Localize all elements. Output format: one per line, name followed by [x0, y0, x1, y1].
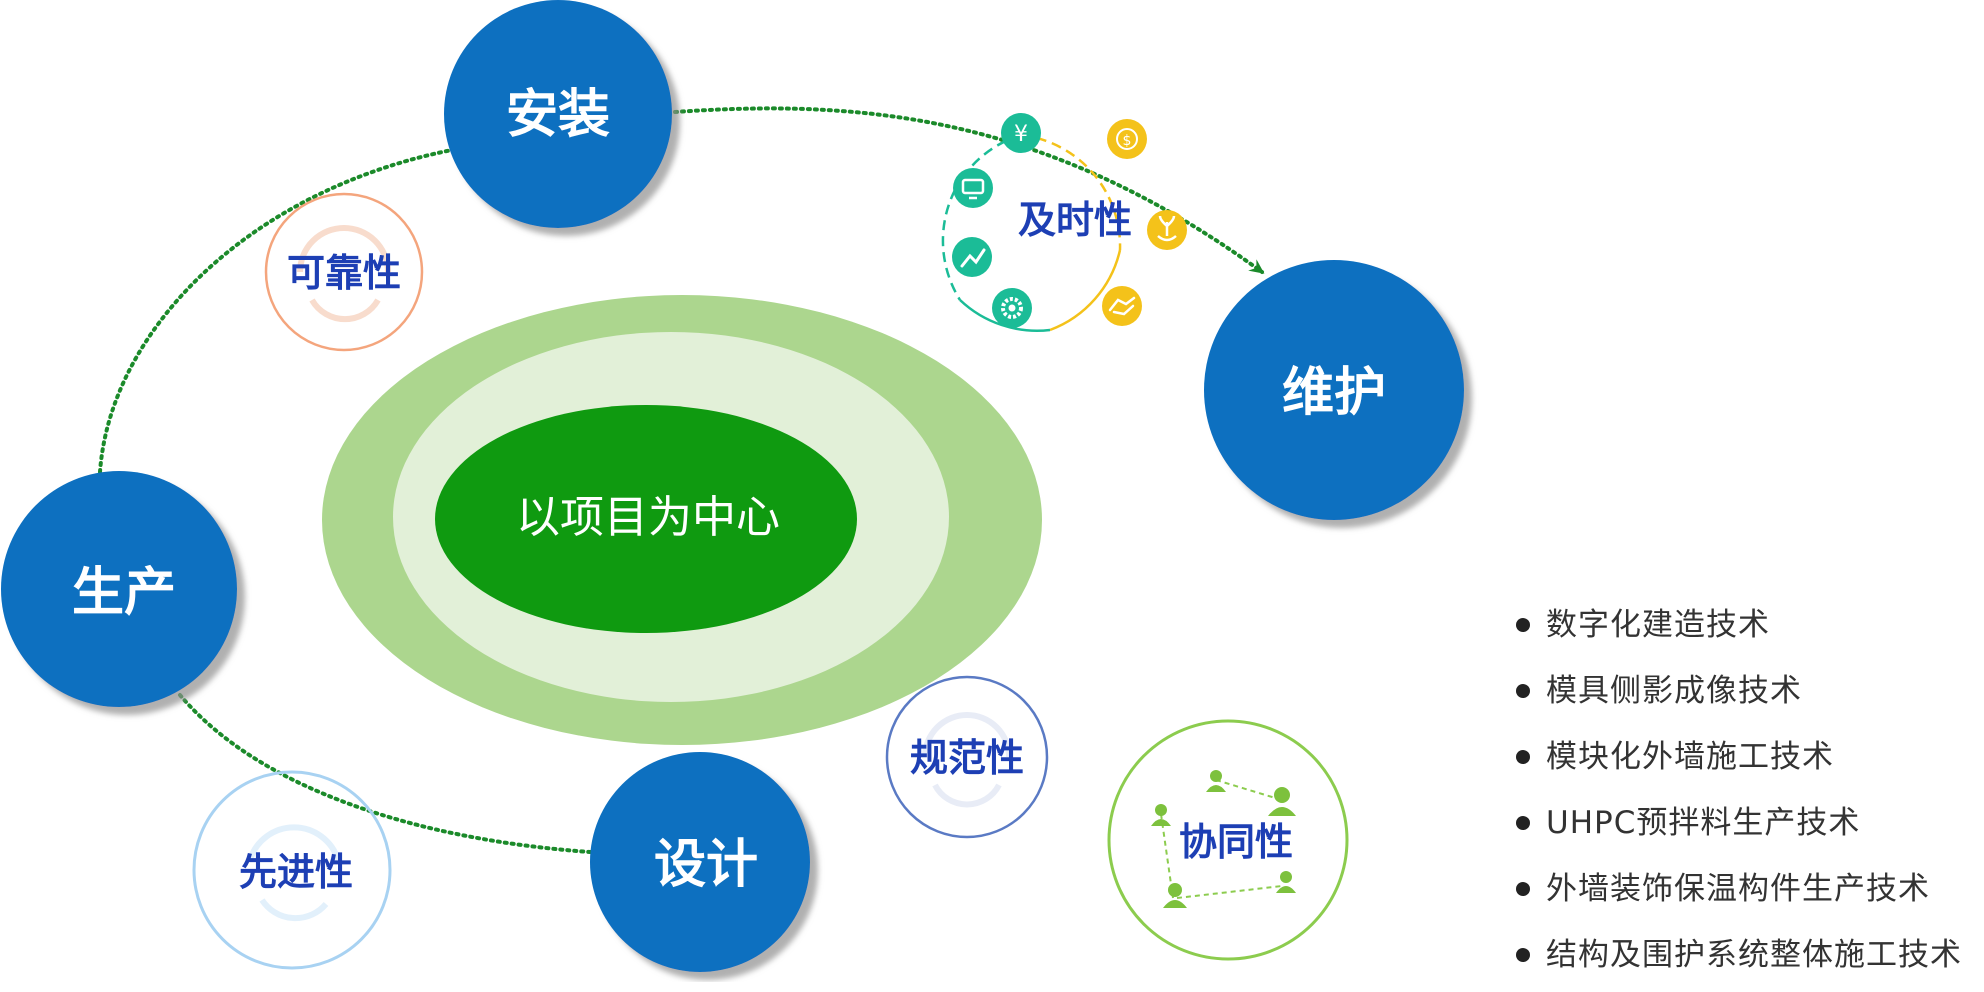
stage-maintain: 维护: [1204, 260, 1464, 520]
stage-produce: 生产: [1, 471, 237, 707]
bullet-icon: [1516, 816, 1530, 830]
list-item: 数字化建造技术: [1512, 596, 1982, 662]
handshake-icon: [1102, 286, 1142, 326]
quality-standardization-label: 规范性: [910, 736, 1024, 780]
technology-label: UHPC预拌料生产技术: [1546, 805, 1861, 841]
stage-design-label: 设计: [654, 835, 758, 895]
technology-label: 外墙装饰保温构件生产技术: [1546, 871, 1930, 907]
person-icon: [1163, 883, 1187, 908]
center-core: [435, 405, 857, 633]
stage-maintain-label: 维护: [1282, 363, 1386, 423]
stage-install: 安装: [444, 0, 672, 228]
quality-collaboration: 协同性: [1107, 719, 1349, 961]
list-item: 模具侧影成像技术: [1512, 662, 1982, 728]
center-label: 以项目为中心: [516, 492, 780, 543]
bullet-icon: [1516, 684, 1530, 698]
bullet-icon: [1516, 882, 1530, 896]
list-item: UHPC预拌料生产技术: [1512, 794, 1982, 860]
technology-label: 结构及围护系统整体施工技术: [1546, 937, 1962, 973]
technology-label: 模块化外墙施工技术: [1546, 739, 1834, 775]
quality-advanced: 先进性: [192, 770, 392, 970]
technology-label: 模具侧影成像技术: [1546, 673, 1802, 709]
stage-produce-label: 生产: [72, 563, 176, 623]
yuan-icon: ¥: [1001, 113, 1041, 153]
bullet-icon: [1516, 948, 1530, 962]
quality-collaboration-label: 协同性: [1179, 820, 1293, 864]
lifecycle-path-produce-design: [178, 693, 592, 854]
quality-standardization: 规范性: [885, 675, 1049, 839]
project-center: 以项目为中心: [322, 295, 1042, 745]
bullet-icon: [1516, 750, 1530, 764]
list-item: 外墙装饰保温构件生产技术: [1512, 860, 1982, 926]
monitor-icon: [953, 168, 993, 208]
technology-label: 数字化建造技术: [1546, 607, 1770, 643]
quality-advanced-label: 先进性: [239, 850, 353, 894]
svg-text:¥: ¥: [1014, 122, 1028, 147]
person-icon: [1206, 770, 1226, 792]
gear-icon: [992, 288, 1032, 328]
quality-reliability-label: 可靠性: [287, 251, 401, 295]
person-icon: [1151, 804, 1171, 826]
stage-install-label: 安装: [506, 85, 610, 145]
quality-timeliness-label: 及时性: [1018, 198, 1132, 242]
svg-text:$: $: [1123, 133, 1132, 149]
dollar-coin-icon: $: [1107, 119, 1147, 159]
bullet-icon: [1516, 618, 1530, 632]
plant-icon: [1147, 210, 1187, 250]
list-item: 结构及围护系统整体施工技术: [1512, 926, 1982, 992]
quality-timeliness: ¥ $ 及时性: [941, 113, 1187, 332]
person-icon: [1276, 871, 1296, 893]
chart-icon: [952, 237, 992, 277]
stage-design: 设计: [590, 752, 810, 972]
list-item: 模块化外墙施工技术: [1512, 728, 1982, 794]
lifecycle-path-produce-install: [98, 148, 454, 474]
quality-reliability: 可靠性: [264, 192, 424, 352]
technology-list: 数字化建造技术 模具侧影成像技术 模块化外墙施工技术 UHPC预拌料生产技术 外…: [1512, 596, 1982, 992]
person-icon: [1268, 787, 1296, 816]
